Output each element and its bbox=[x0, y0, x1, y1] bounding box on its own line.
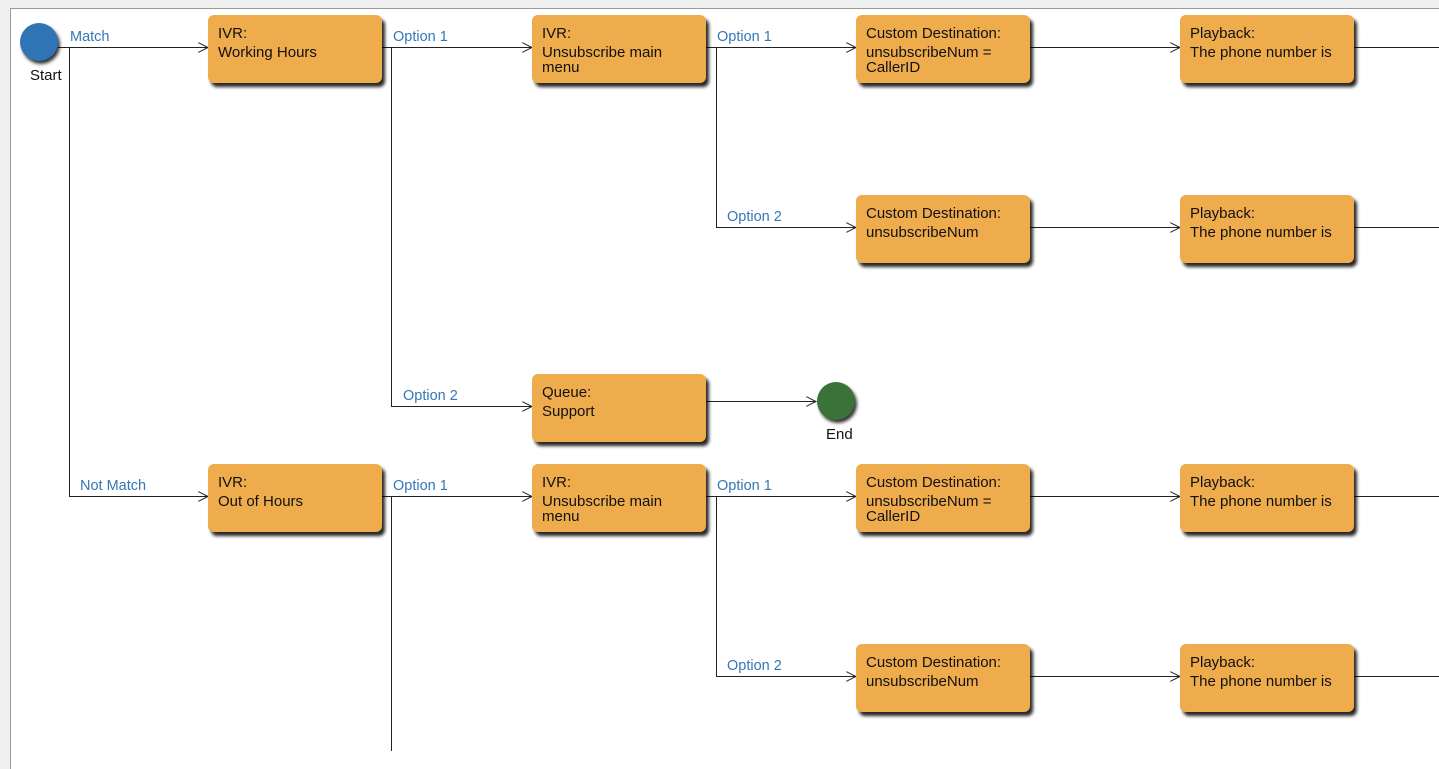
edge-label-match[interactable]: Match bbox=[70, 29, 110, 45]
edge-label-um1-option-2[interactable]: Option 2 bbox=[727, 209, 782, 225]
node-type: Custom Destination: bbox=[866, 654, 1002, 671]
custom-destination-node[interactable]: Custom Destination: unsubscribeNum bbox=[856, 644, 1030, 712]
playback-node[interactable]: Playback: The phone number is bbox=[1180, 15, 1354, 83]
node-type: Custom Destination: bbox=[866, 25, 1002, 42]
node-value: Out of Hours bbox=[218, 493, 304, 510]
edge-label-oh-option-1[interactable]: Option 1 bbox=[393, 478, 448, 494]
custom-destination-node[interactable]: Custom Destination: unsubscribeNum = Cal… bbox=[856, 15, 1030, 83]
edge-label-not-match[interactable]: Not Match bbox=[80, 478, 147, 494]
edge-label-wh-option-2[interactable]: Option 2 bbox=[403, 388, 458, 404]
node-value: Support bbox=[542, 403, 595, 420]
node-value: unsubscribeNum = CallerID bbox=[866, 44, 992, 76]
node-value: The phone number is bbox=[1190, 44, 1332, 61]
node-type: Playback: bbox=[1190, 25, 1256, 42]
playback-node[interactable]: Playback: The phone number is bbox=[1180, 644, 1354, 712]
node-type: IVR: bbox=[218, 25, 248, 42]
playback-node[interactable]: Playback: The phone number is bbox=[1180, 464, 1354, 532]
edge-label-um2-option-2[interactable]: Option 2 bbox=[727, 658, 782, 674]
node-type: Custom Destination: bbox=[866, 474, 1002, 491]
node-type: Playback: bbox=[1190, 474, 1256, 491]
node-type: Custom Destination: bbox=[866, 205, 1002, 222]
node-type: Playback: bbox=[1190, 654, 1256, 671]
node-value: unsubscribeNum = CallerID bbox=[866, 493, 992, 525]
node-type: IVR: bbox=[542, 474, 572, 491]
custom-destination-node[interactable]: Custom Destination: unsubscribeNum bbox=[856, 195, 1030, 263]
node-value: The phone number is bbox=[1190, 493, 1332, 510]
node-value: unsubscribeNum bbox=[866, 673, 979, 690]
ivr-unsubscribe-menu-node[interactable]: IVR: Unsubscribe main menu bbox=[532, 464, 706, 532]
ivr-working-hours-node[interactable]: IVR: Working Hours bbox=[208, 15, 382, 83]
end-label: End bbox=[826, 426, 853, 443]
ivr-unsubscribe-menu-node[interactable]: IVR: Unsubscribe main menu bbox=[532, 15, 706, 83]
node-value: unsubscribeNum bbox=[866, 224, 979, 241]
start-label: Start bbox=[30, 67, 62, 84]
node-value: The phone number is bbox=[1190, 224, 1332, 241]
node-value: The phone number is bbox=[1190, 673, 1332, 690]
start-node[interactable] bbox=[20, 23, 58, 61]
queue-support-node[interactable]: Queue: Support bbox=[532, 374, 706, 442]
node-type: Queue: bbox=[542, 384, 592, 401]
edge-label-um2-option-1[interactable]: Option 1 bbox=[717, 478, 772, 494]
edge-label-wh-option-1[interactable]: Option 1 bbox=[393, 29, 448, 45]
node-type: IVR: bbox=[542, 25, 572, 42]
end-node[interactable] bbox=[817, 382, 855, 420]
node-type: Playback: bbox=[1190, 205, 1256, 222]
playback-node[interactable]: Playback: The phone number is bbox=[1180, 195, 1354, 263]
node-value: Working Hours bbox=[218, 44, 317, 61]
edge-label-um1-option-1[interactable]: Option 1 bbox=[717, 29, 772, 45]
custom-destination-node[interactable]: Custom Destination: unsubscribeNum = Cal… bbox=[856, 464, 1030, 532]
ivr-out-of-hours-node[interactable]: IVR: Out of Hours bbox=[208, 464, 382, 532]
node-value: Unsubscribe main menu bbox=[542, 493, 663, 525]
node-value: Unsubscribe main menu bbox=[542, 44, 663, 76]
node-type: IVR: bbox=[218, 474, 248, 491]
